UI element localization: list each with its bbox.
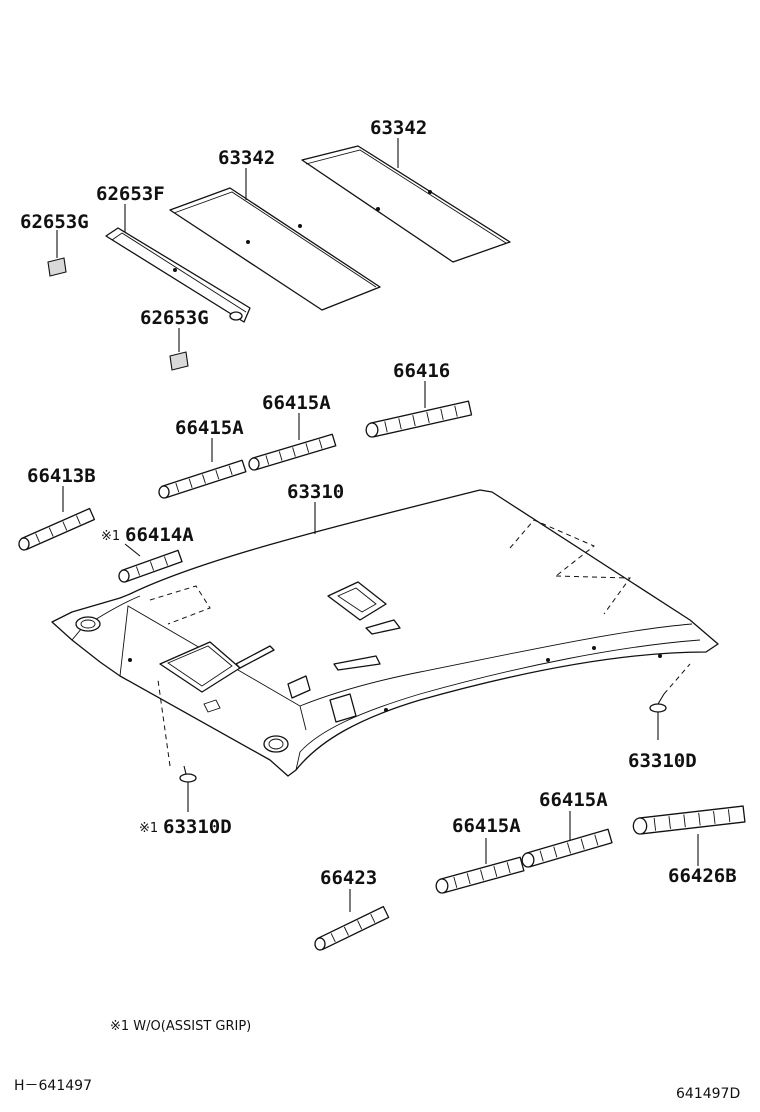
clip-66414A xyxy=(118,549,183,583)
clip-62653G-mid xyxy=(169,351,189,371)
clip-66423 xyxy=(314,905,390,951)
note-mark-66414A: ※1 xyxy=(101,529,120,544)
dash-63310D-left xyxy=(157,679,171,767)
label-62653F: 62653F xyxy=(96,183,165,205)
leader-66414A xyxy=(124,543,141,557)
label-63310D-left: 63310D xyxy=(163,816,232,838)
label-63342-left: 63342 xyxy=(218,147,275,169)
label-62653G-top: 62653G xyxy=(20,211,89,233)
panel-63342-right xyxy=(301,145,511,263)
label-62653G-mid: 62653G xyxy=(140,307,209,329)
rail-62653F xyxy=(105,227,251,323)
dash-63310D-right xyxy=(663,663,691,695)
label-66426B: 66426B xyxy=(668,865,737,887)
clip-63310D-right xyxy=(649,693,667,740)
clip-63310D-left xyxy=(179,765,197,812)
clip-66415A-bottom-right xyxy=(521,828,613,868)
footnote: ※1 W/O(ASSIST GRIP) xyxy=(110,1019,251,1034)
clip-66413B xyxy=(18,507,96,551)
label-66415A-bottom-left: 66415A xyxy=(452,815,521,837)
label-66415A-lower: 66415A xyxy=(175,417,244,439)
drawing-code-left: H－641497 xyxy=(14,1078,92,1094)
harness-clips xyxy=(18,400,746,951)
clip-62653G-top xyxy=(47,257,67,277)
note-mark-63310D: ※1 xyxy=(139,821,158,836)
label-66413B: 66413B xyxy=(27,465,96,487)
label-66415A-upper: 66415A xyxy=(262,392,331,414)
clip-66416 xyxy=(365,400,473,438)
clip-66415A-bottom-left xyxy=(435,856,525,894)
clip-66415A-lower xyxy=(158,459,247,499)
label-63310D-right: 63310D xyxy=(628,750,697,772)
label-66416: 66416 xyxy=(393,360,450,382)
label-66415A-bottom-right: 66415A xyxy=(539,789,608,811)
label-63310: 63310 xyxy=(287,481,344,503)
clip-66415A-upper xyxy=(248,433,337,471)
label-66423: 66423 xyxy=(320,867,377,889)
drawing-code-right: 641497D xyxy=(676,1086,740,1102)
label-63342-right: 63342 xyxy=(370,117,427,139)
headliner-63310 xyxy=(51,489,719,777)
label-66414A: 66414A xyxy=(125,524,194,546)
panel-63342-left xyxy=(169,187,381,311)
clip-66426B xyxy=(632,805,746,835)
